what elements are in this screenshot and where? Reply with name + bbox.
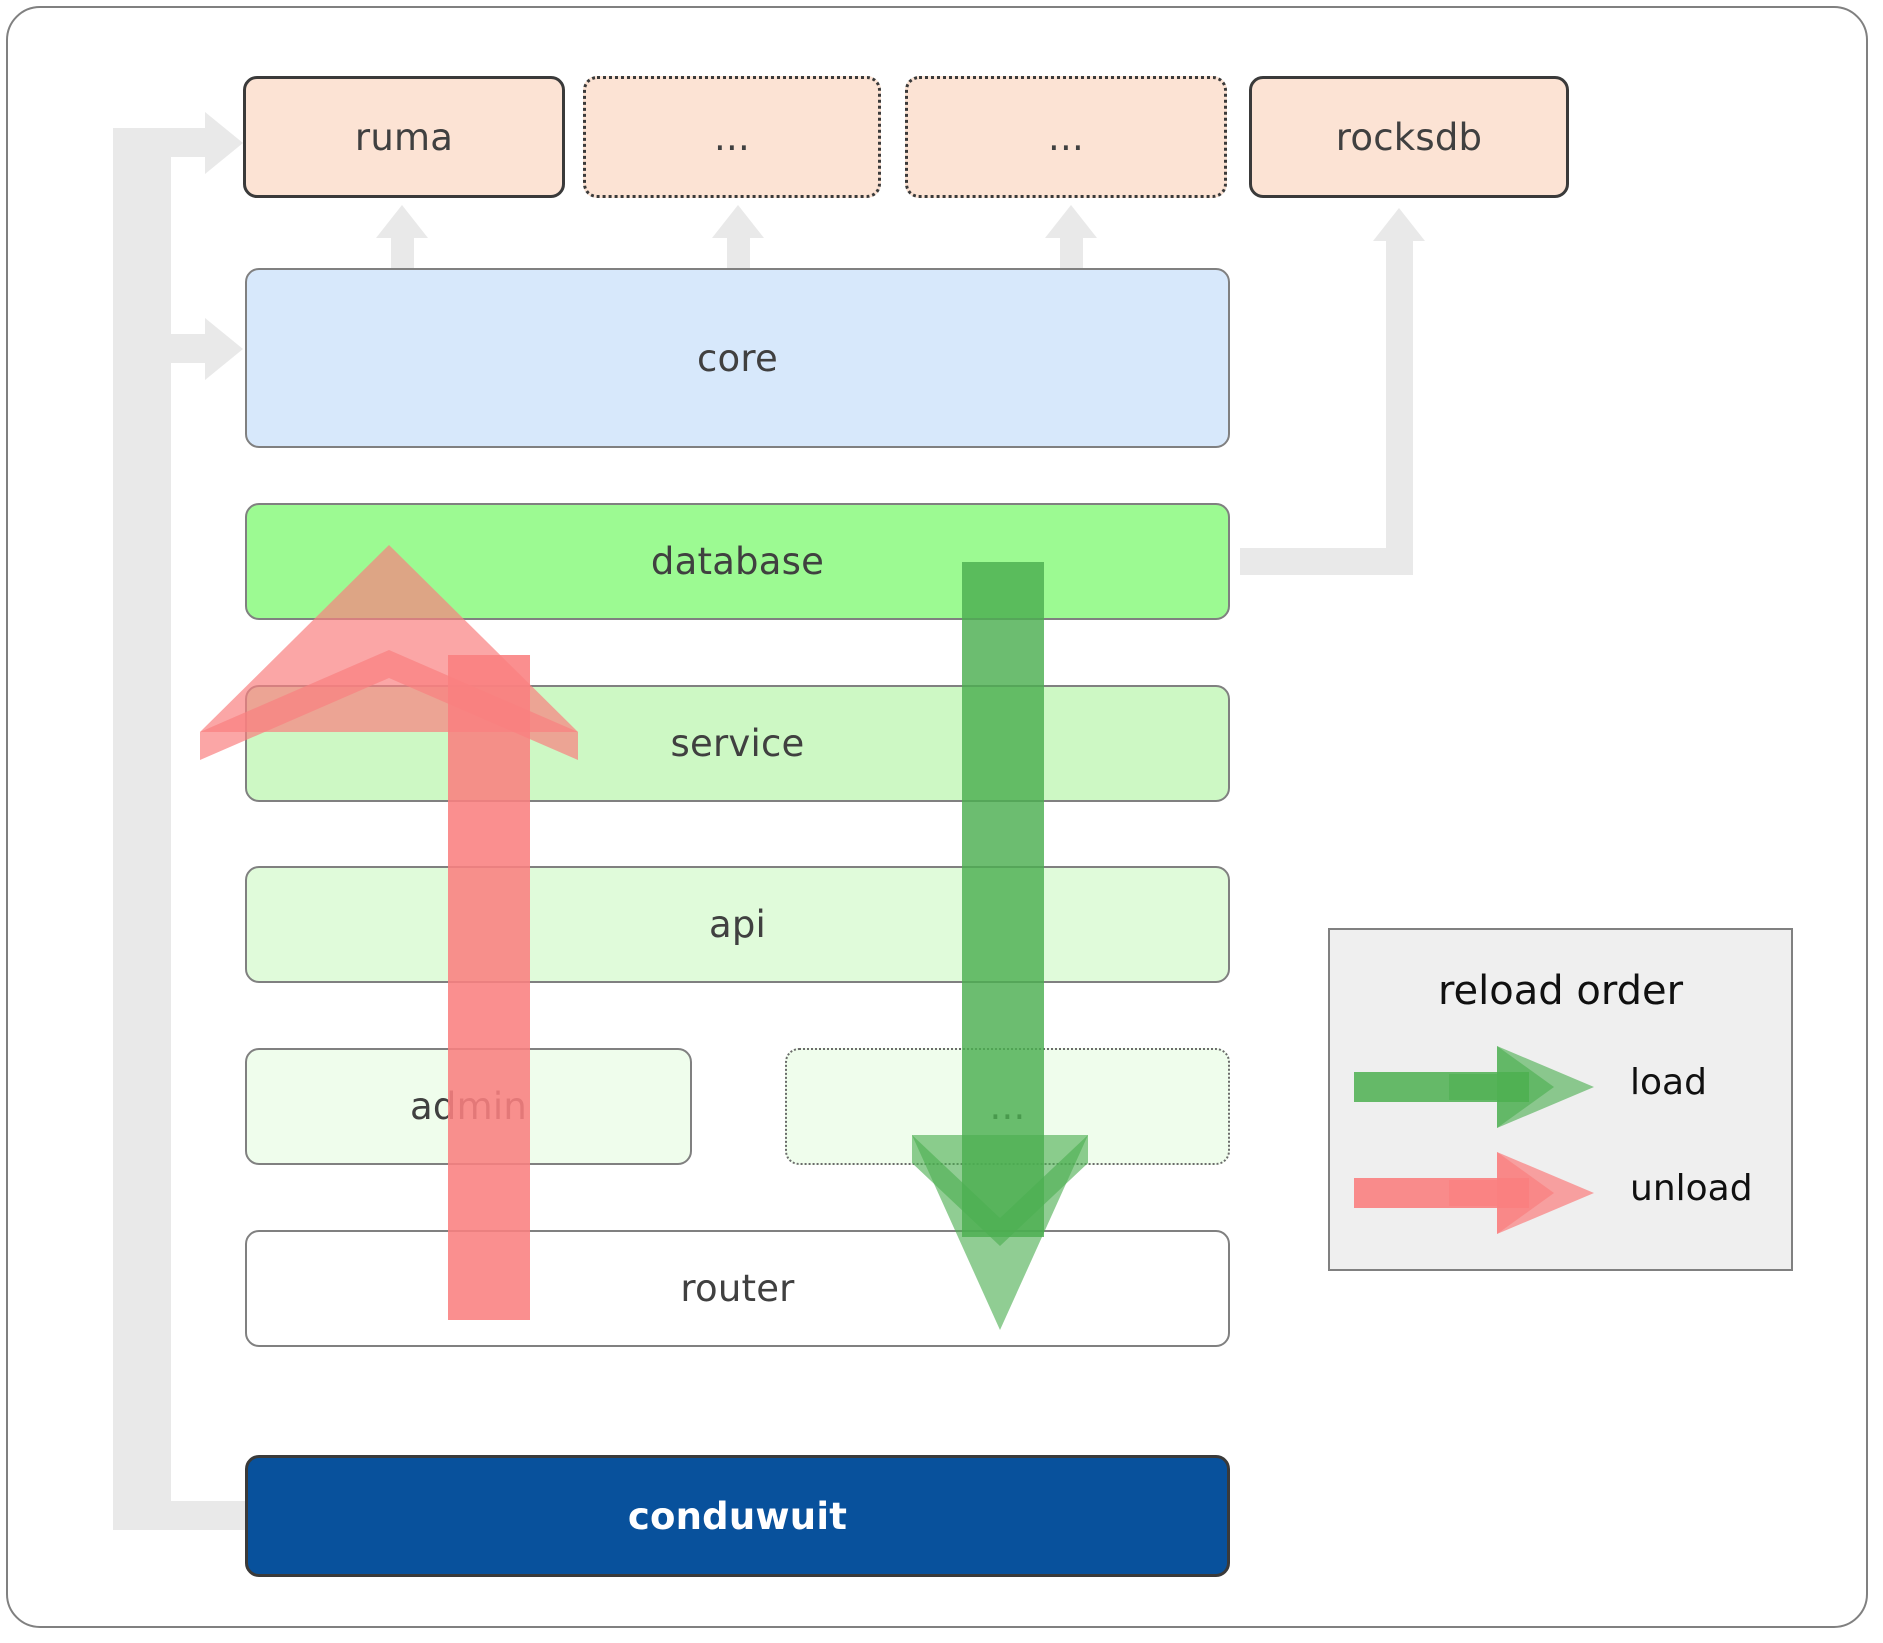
node-ruma[interactable]: ruma <box>243 76 565 198</box>
node-more-label: ... <box>989 1085 1026 1128</box>
connector-core-to-ext2-head <box>1045 205 1097 238</box>
legend-load-arrow <box>1354 1046 1594 1128</box>
node-more[interactable]: ... <box>785 1048 1230 1165</box>
node-ruma-label: ruma <box>354 115 454 159</box>
node-database[interactable]: database <box>245 503 1230 620</box>
node-conduwuit[interactable]: conduwuit <box>245 1455 1230 1577</box>
node-admin[interactable]: admin <box>245 1048 692 1165</box>
legend-box: reload order load unload <box>1328 928 1793 1271</box>
node-service[interactable]: service <box>245 685 1230 802</box>
connector-trunk-to-conduwuit <box>113 1501 248 1530</box>
node-ext-2[interactable]: ... <box>905 76 1227 198</box>
node-core-label: core <box>697 336 778 380</box>
node-ext-1[interactable]: ... <box>583 76 881 198</box>
node-core[interactable]: core <box>245 268 1230 448</box>
node-conduwuit-label: conduwuit <box>627 1494 848 1538</box>
node-service-label: service <box>670 722 805 765</box>
connector-core-to-ext1-head <box>712 205 764 238</box>
legend-unload-label: unload <box>1630 1168 1753 1209</box>
node-api[interactable]: api <box>245 866 1230 983</box>
connector-core-to-ext1-shaft <box>727 228 750 276</box>
node-router-label: router <box>680 1267 795 1310</box>
legend-title: reload order <box>1437 968 1684 1014</box>
node-rocksdb[interactable]: rocksdb <box>1249 76 1569 198</box>
connector-core-to-ruma-shaft <box>391 228 414 276</box>
connector-arrowhead-rocksdb <box>1373 208 1425 241</box>
node-database-label: database <box>650 540 825 583</box>
node-admin-label: admin <box>410 1085 527 1128</box>
node-ext-2-label: ... <box>1048 115 1084 159</box>
connector-core-to-ext2-shaft <box>1060 228 1083 276</box>
connector-core-to-ruma-head <box>376 205 428 238</box>
diagram-outer-frame <box>6 6 1868 1628</box>
connector-trunk-corner <box>142 128 171 1530</box>
connector-db-to-rocksdb-vertical <box>1386 240 1413 575</box>
node-router[interactable]: router <box>245 1230 1230 1347</box>
connector-arrowhead-core <box>205 318 243 380</box>
node-rocksdb-label: rocksdb <box>1335 115 1483 159</box>
legend-unload-arrow <box>1354 1152 1594 1234</box>
connector-db-to-rocksdb-horizontal <box>1240 548 1413 575</box>
connector-trunk-vertical <box>113 128 142 1530</box>
connector-arrowhead-ruma <box>205 112 243 174</box>
node-api-label: api <box>708 903 767 946</box>
legend-load-label: load <box>1630 1062 1707 1103</box>
node-ext-1-label: ... <box>714 115 750 159</box>
